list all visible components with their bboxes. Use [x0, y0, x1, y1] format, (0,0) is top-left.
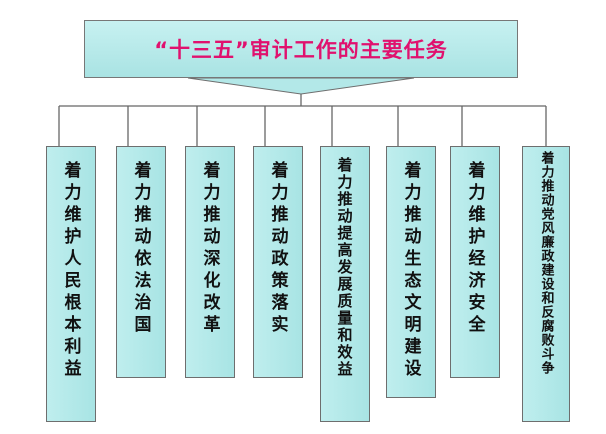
task-label: 着力维护人民根本利益 — [60, 161, 81, 381]
task-label: 着力维护经济安全 — [464, 161, 485, 337]
task-label: 着力推动党风廉政建设和反腐败斗争 — [538, 151, 554, 375]
task-box-6: 着力推动生态文明建设 — [386, 146, 436, 398]
task-box-3: 着力推动深化改革 — [185, 146, 235, 378]
task-box-1: 着力维护人民根本利益 — [46, 146, 96, 422]
task-label: 着力推动依法治国 — [130, 161, 151, 337]
task-box-5: 着力推动提高发展质量和效益 — [320, 146, 370, 422]
task-label: 着力推动政策落实 — [267, 161, 288, 337]
task-box-4: 着力推动政策落实 — [253, 146, 303, 378]
chart-title: “十三五”审计工作的主要任务 — [154, 38, 448, 62]
task-box-2: 着力推动依法治国 — [116, 146, 166, 378]
task-label: 着力推动提高发展质量和效益 — [335, 157, 354, 378]
title-box: “十三五”审计工作的主要任务 — [84, 20, 518, 78]
task-box-8: 着力推动党风廉政建设和反腐败斗争 — [522, 146, 570, 422]
task-label: 着力推动深化改革 — [199, 161, 220, 337]
title-arrow — [187, 77, 415, 95]
task-label: 着力推动生态文明建设 — [400, 161, 421, 381]
task-box-7: 着力维护经济安全 — [450, 146, 500, 378]
